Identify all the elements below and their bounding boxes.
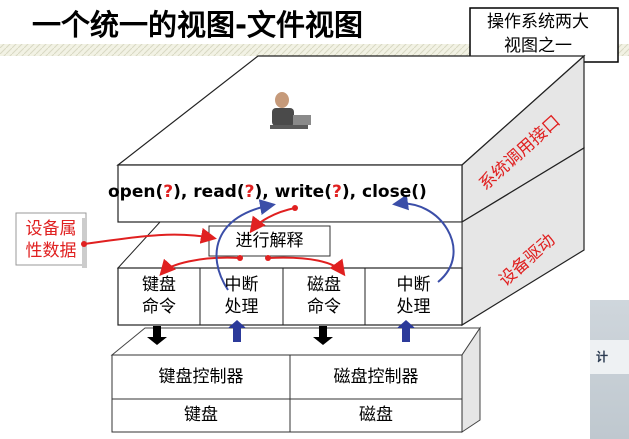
driver-box-2-line-2: 处理 bbox=[224, 297, 259, 317]
callout-text: 操作系统两大 视图之一 bbox=[468, 10, 608, 58]
corner-photo-banner bbox=[590, 340, 629, 374]
corner-photo: 计 bbox=[590, 300, 629, 439]
driver-box-4-line-2: 处理 bbox=[396, 297, 431, 317]
down-arrow-keyboard bbox=[147, 326, 167, 345]
up-arrow-disk bbox=[397, 320, 415, 342]
down-arrow-disk bbox=[313, 326, 333, 345]
red-arrow-attr bbox=[83, 227, 217, 245]
page-title: 一个统一的视图-文件视图 bbox=[32, 8, 364, 42]
red-arrow-keyboard bbox=[159, 256, 241, 276]
driver-box-4-line-1: 中断 bbox=[396, 275, 431, 295]
api-write-q: ? bbox=[331, 182, 342, 202]
api-read-end: ), bbox=[254, 182, 269, 202]
driver-box-disk-cmd: 磁盘 命令 bbox=[283, 274, 365, 318]
api-read-q: ? bbox=[244, 182, 255, 202]
callout-line-2: 视图之一 bbox=[504, 36, 572, 56]
keyboard-controller-label: 键盘控制器 bbox=[158, 367, 244, 387]
user-icon bbox=[270, 92, 311, 129]
device-attr-line-2: 性数据 bbox=[25, 241, 77, 261]
driver-box-disk-irq: 中断 处理 bbox=[365, 274, 462, 318]
device-attr-box bbox=[15, 212, 87, 266]
device-attr-label: 设备属 性数据 bbox=[20, 218, 82, 262]
up-arrow-keyboard bbox=[228, 320, 246, 342]
driver-box-keyboard-cmd: 键盘 命令 bbox=[118, 274, 200, 318]
blue-arrow-close bbox=[392, 194, 455, 283]
api-close: close() bbox=[362, 182, 427, 202]
disk-device-label: 磁盘 bbox=[359, 405, 393, 425]
corner-photo-text: 计 bbox=[596, 350, 609, 364]
device-attr-line-1: 设备属 bbox=[25, 219, 77, 239]
api-calls: open(?), read(?), write(?), close() bbox=[108, 182, 427, 202]
api-open: open( bbox=[108, 182, 164, 202]
driver-box-1-line-1: 键盘 bbox=[142, 275, 176, 295]
api-write: write( bbox=[274, 182, 332, 202]
keyboard-device-label: 键盘 bbox=[184, 405, 218, 425]
driver-layer-front bbox=[117, 267, 463, 326]
driver-box-1-line-2: 命令 bbox=[142, 297, 176, 317]
api-write-end: ), bbox=[341, 182, 357, 202]
device-row bbox=[111, 398, 463, 433]
api-open-q: ? bbox=[163, 182, 174, 202]
syscall-layer-front bbox=[117, 164, 463, 223]
callout-line-1: 操作系统两大 bbox=[487, 12, 589, 32]
hardware-layer-top bbox=[110, 327, 481, 356]
api-open-end: ), bbox=[173, 182, 188, 202]
driver-box-2-line-1: 中断 bbox=[224, 275, 259, 295]
api-read: read( bbox=[193, 182, 245, 202]
red-arrow-write bbox=[249, 207, 296, 234]
driver-box-3-line-1: 磁盘 bbox=[307, 275, 341, 295]
interpret-label: 进行解释 bbox=[235, 231, 304, 251]
driver-box-3-line-2: 命令 bbox=[307, 297, 341, 317]
controller-row bbox=[111, 354, 463, 400]
driver-box-keyboard-irq: 中断 处理 bbox=[200, 274, 283, 318]
red-arrow-disk bbox=[267, 256, 346, 277]
blue-arrow-read bbox=[215, 199, 276, 291]
disk-controller-label: 磁盘控制器 bbox=[333, 367, 419, 387]
